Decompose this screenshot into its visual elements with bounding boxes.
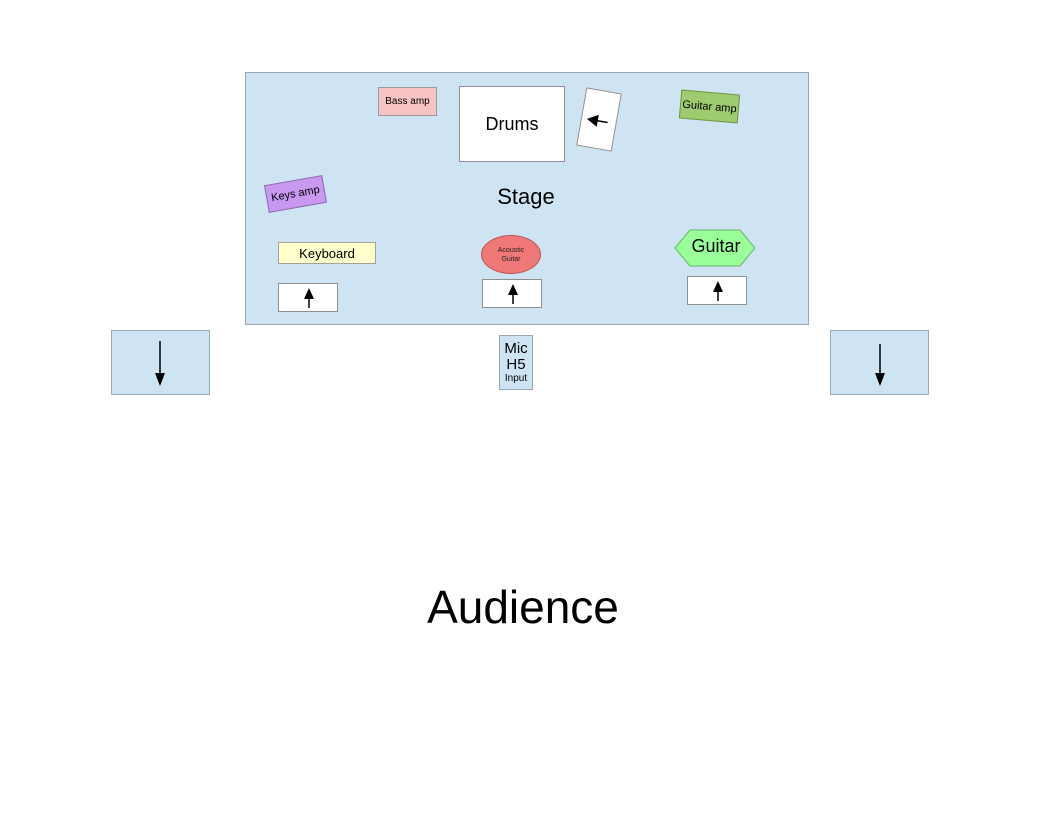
arrow-up-icon (713, 281, 723, 301)
guitar-amp: Guitar amp (678, 89, 741, 124)
bass-amp: Bass amp (378, 87, 437, 116)
audience-label: Audience (427, 581, 619, 633)
mic-input-box: Mic H5 Input (499, 335, 533, 390)
acoustic-guitar-label-line1: Acoustic (497, 246, 525, 254)
arrow-up-icon (304, 288, 314, 308)
guitar-label: Guitar (691, 236, 741, 256)
acoustic-guitar: Acoustic Guitar (481, 235, 541, 274)
arrow-down-icon (155, 341, 165, 386)
guitar-hexagon-shape (674, 229, 756, 267)
mic-input-line3: Input (504, 372, 528, 384)
drum-monitor-wedge (576, 87, 622, 152)
keyboard: Keyboard (278, 242, 376, 264)
acoustic-guitar-label-line2: Guitar (501, 255, 521, 263)
guitar-amp-label: Guitar amp (681, 98, 738, 115)
bass-amp-label: Bass amp (385, 96, 430, 107)
keyboard-monitor-wedge (278, 283, 338, 312)
arrow-left-icon (586, 114, 608, 127)
mic-input-line2: H5 (506, 355, 526, 373)
keyboard-label: Keyboard (299, 245, 355, 261)
drums-label: Drums (485, 113, 539, 134)
arrow-up-icon (508, 284, 518, 304)
mic-input-line1: Mic (504, 339, 528, 357)
keys-amp-label: Keys amp (270, 183, 321, 205)
left-main-speaker (111, 330, 210, 395)
acoustic-monitor-wedge (482, 279, 542, 308)
stage-label: Stage (497, 184, 555, 209)
right-main-speaker (830, 330, 929, 395)
arrow-down-icon (875, 344, 885, 386)
drums: Drums (459, 86, 565, 162)
guitar-monitor-wedge (687, 276, 747, 305)
